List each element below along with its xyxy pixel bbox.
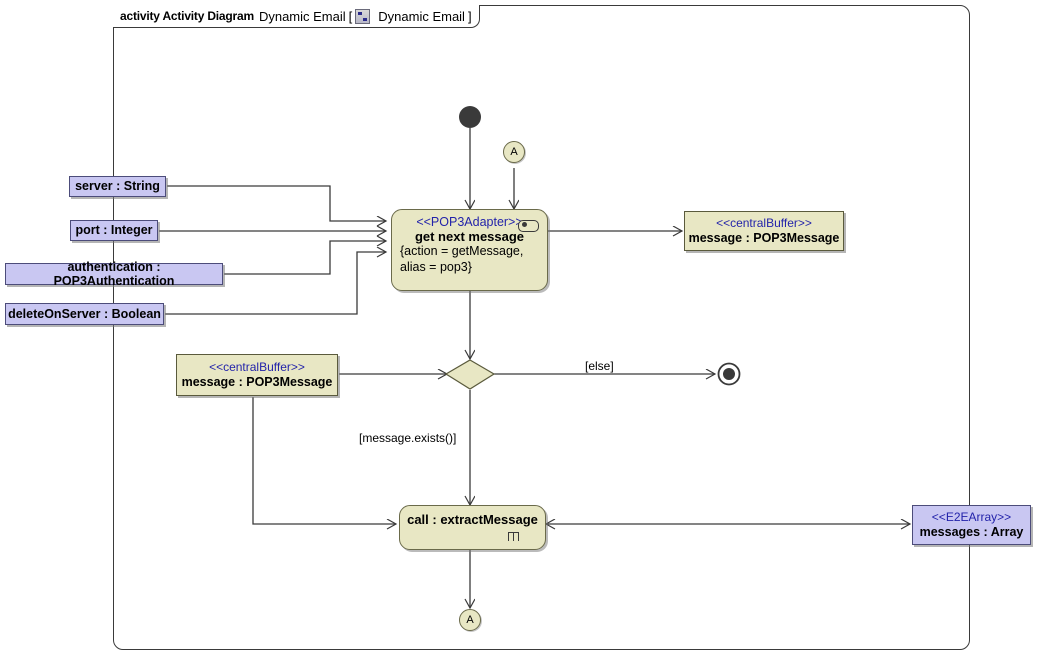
central-buffer-message-left[interactable]: <<centralBuffer>> message : POP3Message	[176, 354, 338, 396]
action-get-next-message-prop1: {action = getMessage,	[400, 244, 524, 258]
input-pin-port-label: port : Integer	[75, 223, 153, 238]
initial-node	[459, 106, 481, 128]
action-call-extract-message-name: call : extractMessage	[407, 512, 538, 527]
action-call-extract-message[interactable]: call : extractMessage	[399, 505, 546, 550]
decision-node	[444, 359, 496, 390]
input-pin-deleteonserver[interactable]: deleteOnServer : Boolean	[5, 303, 164, 325]
guard-else: [else]	[585, 359, 614, 373]
object-node-messages-array-name: messages : Array	[919, 524, 1024, 539]
guard-else-label: [else]	[585, 359, 614, 373]
connector-node-a-top[interactable]: A	[503, 141, 525, 163]
pin-rounded-icon	[518, 220, 539, 232]
frame-bracket-close: ]	[467, 8, 472, 24]
diagram-frame-label: activity Activity Diagram Dynamic Email …	[113, 5, 480, 28]
central-buffer-message-right[interactable]: <<centralBuffer>> message : POP3Message	[684, 211, 844, 251]
rake-subactivity-icon	[508, 532, 519, 541]
connector-node-a-bottom-label: A	[466, 614, 474, 626]
input-pin-server[interactable]: server : String	[69, 176, 166, 197]
object-node-messages-array[interactable]: <<E2EArray>> messages : Array	[912, 505, 1031, 545]
action-get-next-message-name: get next message	[414, 229, 525, 244]
guard-message-exists-label: [message.exists()]	[359, 431, 457, 445]
input-pin-server-label: server : String	[75, 179, 160, 194]
central-buffer-message-left-stereotype: <<centralBuffer>>	[209, 359, 305, 374]
central-buffer-message-left-name: message : POP3Message	[181, 374, 333, 389]
input-pin-authentication-label: authentication : POP3Authentication	[53, 259, 175, 288]
action-get-next-message-stereotype: <<POP3Adapter>>	[416, 215, 523, 229]
frame-bracket-open: [	[348, 8, 353, 24]
central-buffer-message-right-name: message : POP3Message	[688, 230, 840, 245]
frame-name: Dynamic Email	[258, 8, 346, 24]
diagram-icon	[355, 8, 371, 24]
input-pin-port[interactable]: port : Integer	[70, 220, 158, 241]
central-buffer-message-right-stereotype: <<centralBuffer>>	[716, 215, 812, 230]
input-pin-deleteonserver-label: deleteOnServer : Boolean	[8, 306, 161, 321]
object-node-messages-array-stereotype: <<E2EArray>>	[931, 509, 1012, 524]
activity-final-node	[717, 362, 741, 386]
action-get-next-message[interactable]: <<POP3Adapter>> get next message {action…	[391, 209, 548, 291]
frame-keyword: activity Activity Diagram	[120, 9, 254, 23]
frame-diagram-ref: Dynamic Email	[378, 8, 465, 24]
connector-node-a-top-label: A	[510, 146, 518, 158]
action-get-next-message-prop2: alias = pop3}	[400, 259, 472, 274]
guard-message-exists: [message.exists()]	[359, 431, 456, 445]
connector-node-a-bottom[interactable]: A	[459, 609, 481, 631]
diagram-frame	[113, 5, 970, 650]
input-pin-authentication[interactable]: authentication : POP3Authentication	[5, 260, 223, 288]
